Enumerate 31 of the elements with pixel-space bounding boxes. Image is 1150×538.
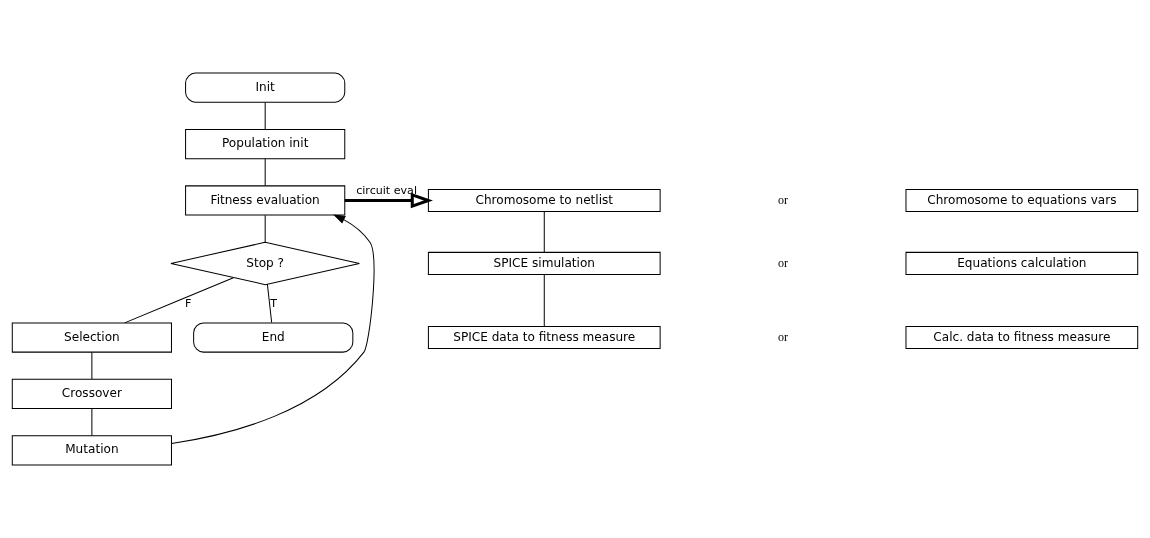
edge-label: T — [270, 296, 278, 310]
node-box: Crossover — [11, 378, 172, 410]
node-diamond: Stop ? — [170, 241, 360, 286]
node-box: Population init — [185, 128, 346, 160]
node-box: Mutation — [11, 435, 172, 466]
label: or — [778, 255, 789, 270]
edge-label: F — [184, 296, 192, 310]
node-box: Chromosome to equations vars — [905, 188, 1139, 213]
connector — [91, 351, 93, 380]
node-box: Chromosome to netlist — [427, 188, 661, 213]
node-box: Equations calculation — [905, 251, 1139, 276]
node-box: Calc. data to fitness measure — [905, 325, 1139, 350]
connector — [264, 158, 266, 187]
connector — [91, 408, 93, 436]
node-box: Init — [185, 72, 346, 103]
connector — [124, 277, 234, 324]
label: or — [778, 192, 789, 207]
connector — [264, 101, 266, 130]
connector — [543, 211, 545, 253]
node-box: Fitness evaluation — [185, 185, 346, 216]
arrow — [171, 214, 375, 444]
label: or — [778, 329, 789, 344]
connector — [266, 283, 273, 324]
connector — [543, 274, 545, 327]
node-box: SPICE data to fitness measure — [427, 325, 661, 350]
connector — [264, 214, 266, 243]
edge-label: circuit eval — [356, 184, 417, 198]
node-box: Selection — [11, 322, 172, 353]
arrow — [344, 192, 433, 209]
node-box: SPICE simulation — [427, 251, 661, 276]
node-box: End — [193, 322, 354, 353]
